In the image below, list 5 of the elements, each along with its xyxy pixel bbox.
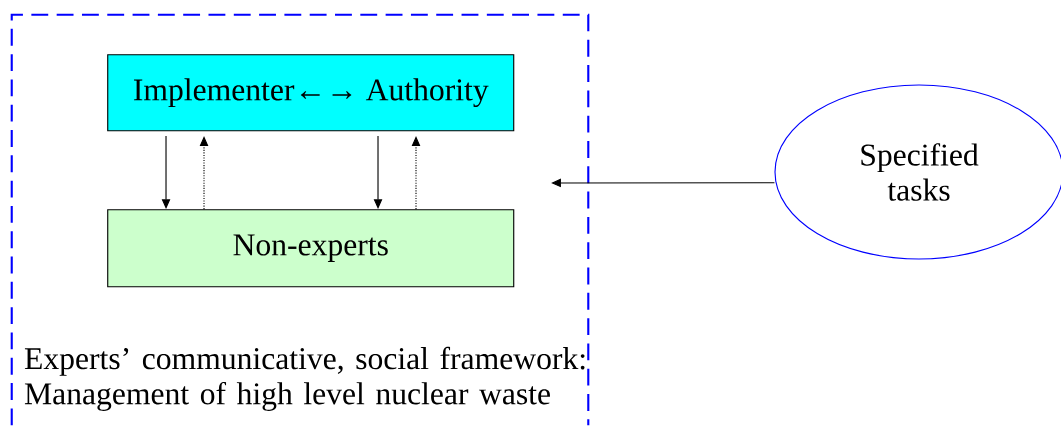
- arrow: [411, 136, 421, 210]
- arrow: [551, 178, 775, 188]
- process-box: Non-experts: [107, 209, 515, 288]
- process-box: Implementer←→ Authority: [107, 54, 515, 132]
- arrow: [199, 136, 209, 210]
